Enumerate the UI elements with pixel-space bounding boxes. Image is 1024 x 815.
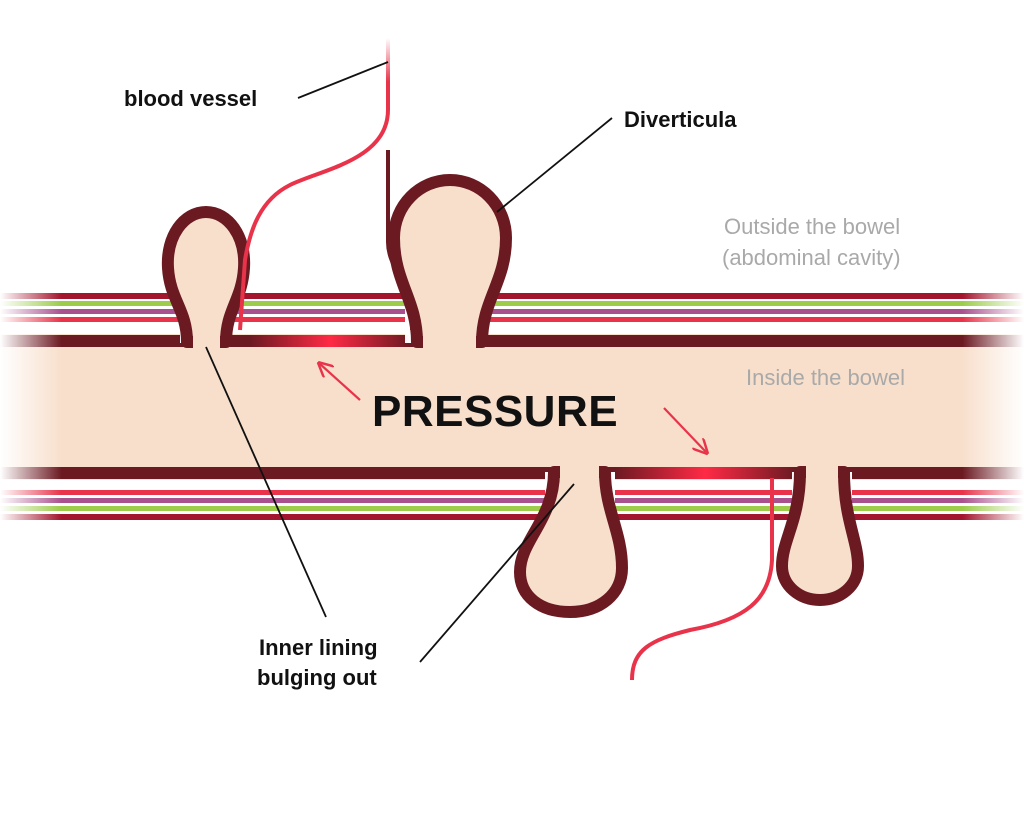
bottom-pouch-large xyxy=(514,465,628,618)
pressure-arrow-up xyxy=(320,364,361,401)
label-outside-line2: (abdominal cavity) xyxy=(722,245,901,270)
leader-inner-lining-left xyxy=(205,346,327,618)
blood-vessel-top-branch xyxy=(386,150,414,330)
top-pouch-small xyxy=(161,206,251,349)
leader-diverticula xyxy=(496,117,613,213)
label-blood-vessel: blood vessel xyxy=(124,86,257,111)
label-pressure: PRESSURE xyxy=(372,387,618,436)
blood-vessel-top xyxy=(238,38,390,331)
pressure-glow-bottom xyxy=(615,467,795,479)
pressure-glow-top xyxy=(250,335,410,347)
blood-vessel-bottom-branch xyxy=(630,478,774,681)
bottom-wall-layers xyxy=(0,467,1024,520)
label-diverticula: Diverticula xyxy=(624,107,737,132)
pressure-arrow-down xyxy=(663,407,706,452)
label-inner-lining-line2: bulging out xyxy=(257,665,377,690)
top-wall-layers xyxy=(0,293,1024,347)
label-outside-line1: Outside the bowel xyxy=(724,214,900,239)
bottom-pouch-small xyxy=(776,465,864,606)
leader-inner-lining-right xyxy=(419,483,575,663)
bowel-lumen xyxy=(0,334,1024,480)
label-inside: Inside the bowel xyxy=(746,365,905,390)
label-inner-lining-line1: Inner lining xyxy=(259,635,378,660)
leader-blood-vessel xyxy=(297,61,389,99)
